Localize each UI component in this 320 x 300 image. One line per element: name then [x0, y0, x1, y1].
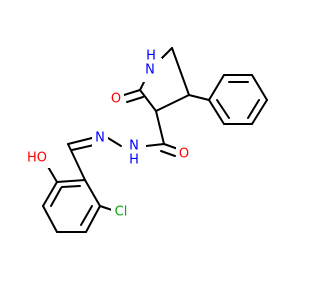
- bond: [251, 99, 268, 125]
- atom-cl-label: Cl: [115, 205, 128, 220]
- bond: [126, 96, 144, 103]
- atom-n1-label: N: [145, 63, 155, 78]
- bond: [99, 205, 113, 211]
- structure-canvas: N H O O N H N HO: [24, 47, 268, 233]
- bond: [247, 99, 260, 119]
- atom-cl: Cl: [111, 202, 133, 222]
- atom-o2: O: [176, 145, 192, 163]
- bond: [50, 187, 62, 207]
- atom-n1: N H: [140, 49, 162, 82]
- bond: [160, 150, 176, 157]
- bond: [107, 137, 122, 147]
- bond: [56, 179, 86, 183]
- bond: [155, 94, 190, 112]
- bond: [163, 143, 179, 150]
- bond: [67, 137, 93, 145]
- bond: [71, 144, 95, 151]
- bond: [216, 99, 230, 119]
- bond: [80, 205, 93, 226]
- bond: [208, 99, 225, 125]
- bond: [42, 205, 58, 233]
- bond: [84, 179, 101, 207]
- atom-n2: N H: [124, 138, 146, 168]
- atom-n1-h-label: H: [146, 49, 156, 64]
- bond: [208, 74, 225, 101]
- bond: [251, 74, 268, 101]
- atoms-layer: N H O O N H N HO: [24, 49, 192, 222]
- atom-o2-label: O: [179, 147, 189, 162]
- atom-ho-label: HO: [27, 151, 47, 166]
- atom-o1-label: O: [111, 92, 121, 107]
- atom-n2-label: N: [129, 139, 139, 154]
- atom-o1: O: [108, 90, 124, 108]
- atom-n3: N: [92, 127, 108, 147]
- bond: [42, 181, 58, 207]
- bond: [155, 110, 165, 145]
- bond: [139, 89, 157, 112]
- atom-n2-h-label: H: [129, 153, 139, 168]
- bond: [61, 185, 81, 188]
- molecule-diagram: N H O O N H N HO: [24, 47, 268, 233]
- bond: [171, 47, 190, 96]
- bond: [123, 89, 141, 96]
- bond: [85, 205, 101, 233]
- bonds-layer: [42, 47, 268, 233]
- bond: [145, 143, 165, 147]
- atom-ho: HO: [24, 148, 50, 168]
- atom-n3-label: N: [95, 131, 105, 146]
- bond: [188, 94, 210, 101]
- bond: [67, 143, 86, 181]
